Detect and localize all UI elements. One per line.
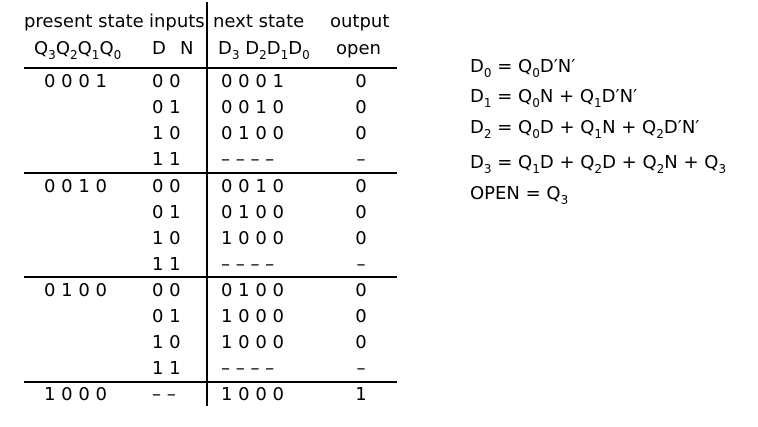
equation-open: OPEN = Q3 [470,183,569,208]
inputs-cell: 1 0 [152,332,181,353]
present-state-bits-header: Q3Q2Q1Q0 [34,38,122,63]
equation-d2: D2 = Q0D + Q1N + Q2D′N′ [470,117,700,142]
output-cell: 1 [355,384,367,405]
present-state-header: present state [24,11,144,32]
output-cell: 0 [355,228,367,249]
output-cell: 0 [355,123,367,144]
input-n-header: N [180,38,194,59]
next-state-cell: 1 0 0 0 [221,306,284,327]
equation-d0: D0 = Q0D′N′ [470,56,576,81]
present-state-cell: 0 0 0 1 [44,71,107,92]
table-row: 0 0 0 1 0 0 0 0 0 1 0 [0,73,400,99]
present-state-cell: 0 0 1 0 [44,176,107,197]
group-divider-1 [24,172,397,174]
output-cell: 0 [355,202,367,223]
output-cell: 0 [355,280,367,301]
header-divider [24,67,397,69]
output-cell: – [356,149,366,170]
inputs-cell: 1 1 [152,358,181,379]
present-state-cell: 1 0 0 0 [44,384,107,405]
table-row: 1 0 1 0 0 0 0 [0,334,400,360]
table-row: 1 1 – – – – – [0,256,400,282]
inputs-cell: 0 0 [152,176,181,197]
inputs-cell: 0 1 [152,306,181,327]
output-cell: 0 [355,332,367,353]
open-header: open [336,38,381,59]
table-row: 0 1 0 0 0 0 0 1 0 0 0 [0,282,400,308]
output-cell: – [356,358,366,379]
group-divider-3 [24,381,397,383]
output-cell: 0 [355,97,367,118]
next-state-cell: 1 0 0 0 [221,228,284,249]
output-cell: 0 [355,306,367,327]
table-row: 1 0 1 0 0 0 0 [0,230,400,256]
output-cell: 0 [355,71,367,92]
next-state-cell: 0 1 0 0 [221,202,284,223]
inputs-cell: 1 0 [152,228,181,249]
next-state-cell: 1 0 0 0 [221,384,284,405]
next-state-cell: 0 0 0 1 [221,71,284,92]
table-row: 1 0 0 1 0 0 0 [0,125,400,151]
next-state-header: next state [213,11,305,32]
next-state-cell: 0 1 0 0 [221,280,284,301]
present-state-cell: 0 1 0 0 [44,280,107,301]
table-vertical-divider [206,2,208,406]
table-row: 1 1 – – – – – [0,151,400,177]
table-row: 1 0 0 0 – – 1 0 0 0 1 [0,386,400,412]
next-state-cell: – – – – [221,254,275,275]
inputs-cell: – – [152,384,176,405]
output-cell: 0 [355,176,367,197]
inputs-cell: 0 0 [152,71,181,92]
output-cell: – [356,254,366,275]
table-row: 0 0 1 0 0 0 0 0 1 0 0 [0,178,400,204]
table-row: 0 1 0 0 1 0 0 [0,99,400,125]
equation-d1: D1 = Q0N + Q1D′N′ [470,86,638,111]
inputs-header: inputs [149,11,205,32]
inputs-cell: 0 1 [152,202,181,223]
next-state-cell: – – – – [221,149,275,170]
next-state-cell: 0 0 1 0 [221,97,284,118]
inputs-cell: 1 1 [152,149,181,170]
next-state-cell: – – – – [221,358,275,379]
equation-d3: D3 = Q1D + Q2D + Q2N + Q3 [470,152,727,177]
group-divider-2 [24,276,397,278]
next-state-cell: 1 0 0 0 [221,332,284,353]
next-state-bits-header: D3 D2D1D0 [218,38,310,63]
inputs-cell: 0 0 [152,280,181,301]
table-row: 0 1 1 0 0 0 0 [0,308,400,334]
next-state-cell: 0 0 1 0 [221,176,284,197]
next-state-cell: 0 1 0 0 [221,123,284,144]
input-d-header: D [152,38,166,59]
inputs-cell: 1 0 [152,123,181,144]
inputs-cell: 0 1 [152,97,181,118]
table-row: 0 1 0 1 0 0 0 [0,204,400,230]
output-header: output [330,11,390,32]
table-row: 1 1 – – – – – [0,360,400,386]
inputs-cell: 1 1 [152,254,181,275]
